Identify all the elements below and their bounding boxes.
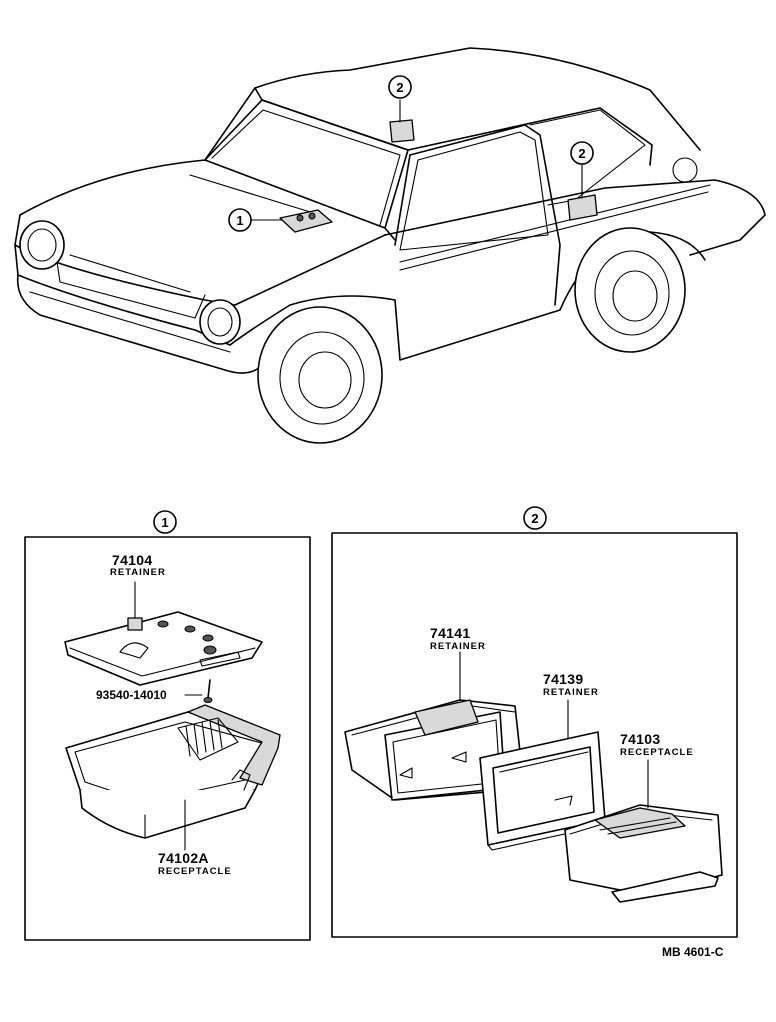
ashtray-receptacle-drawing — [65, 704, 281, 839]
car-illustration — [14, 47, 766, 444]
part-name-receptacle-1: RECEPTACLE — [158, 866, 232, 877]
callout-2-roof: 2 — [388, 75, 412, 99]
panel-1: 1 74104 RETAINER 93540-14010 — [24, 510, 311, 941]
svg-text:2: 2 — [396, 80, 403, 95]
part-name-retainer-1: RETAINER — [110, 567, 166, 578]
part-number-74139: 74139 — [543, 671, 583, 687]
svg-text:2: 2 — [578, 146, 585, 161]
panel-2: 2 74141 RETAINER 74139 RETAINER — [331, 506, 738, 938]
part-name-receptacle-2: RECEPTACLE — [620, 747, 694, 758]
part-number-74104: 74104 — [112, 552, 152, 568]
panel-2-header: 2 — [523, 506, 547, 530]
callout-2-side: 2 — [570, 141, 594, 165]
part-name-retainer-2b: RETAINER — [543, 687, 599, 698]
part-number-74102A: 74102A — [158, 850, 209, 866]
receptacle-74103-drawing — [564, 804, 723, 903]
svg-text:1: 1 — [161, 515, 168, 530]
retainer-74139-drawing — [479, 731, 611, 851]
part-name-retainer-2a: RETAINER — [430, 641, 486, 652]
panel-1-header: 1 — [153, 510, 177, 534]
svg-text:2: 2 — [531, 511, 538, 526]
part-number-74103: 74103 — [620, 731, 660, 747]
part-number-93540-14010: 93540-14010 — [96, 688, 167, 702]
part-number-74141: 74141 — [430, 625, 470, 641]
screw-icon — [203, 679, 213, 703]
retainer-74141-drawing — [344, 699, 521, 801]
svg-text:1: 1 — [236, 213, 243, 228]
reference-code: MB 4601-C — [662, 945, 724, 959]
ashtray-retainer-drawing — [64, 611, 263, 686]
callout-1-car: 1 — [228, 208, 252, 232]
